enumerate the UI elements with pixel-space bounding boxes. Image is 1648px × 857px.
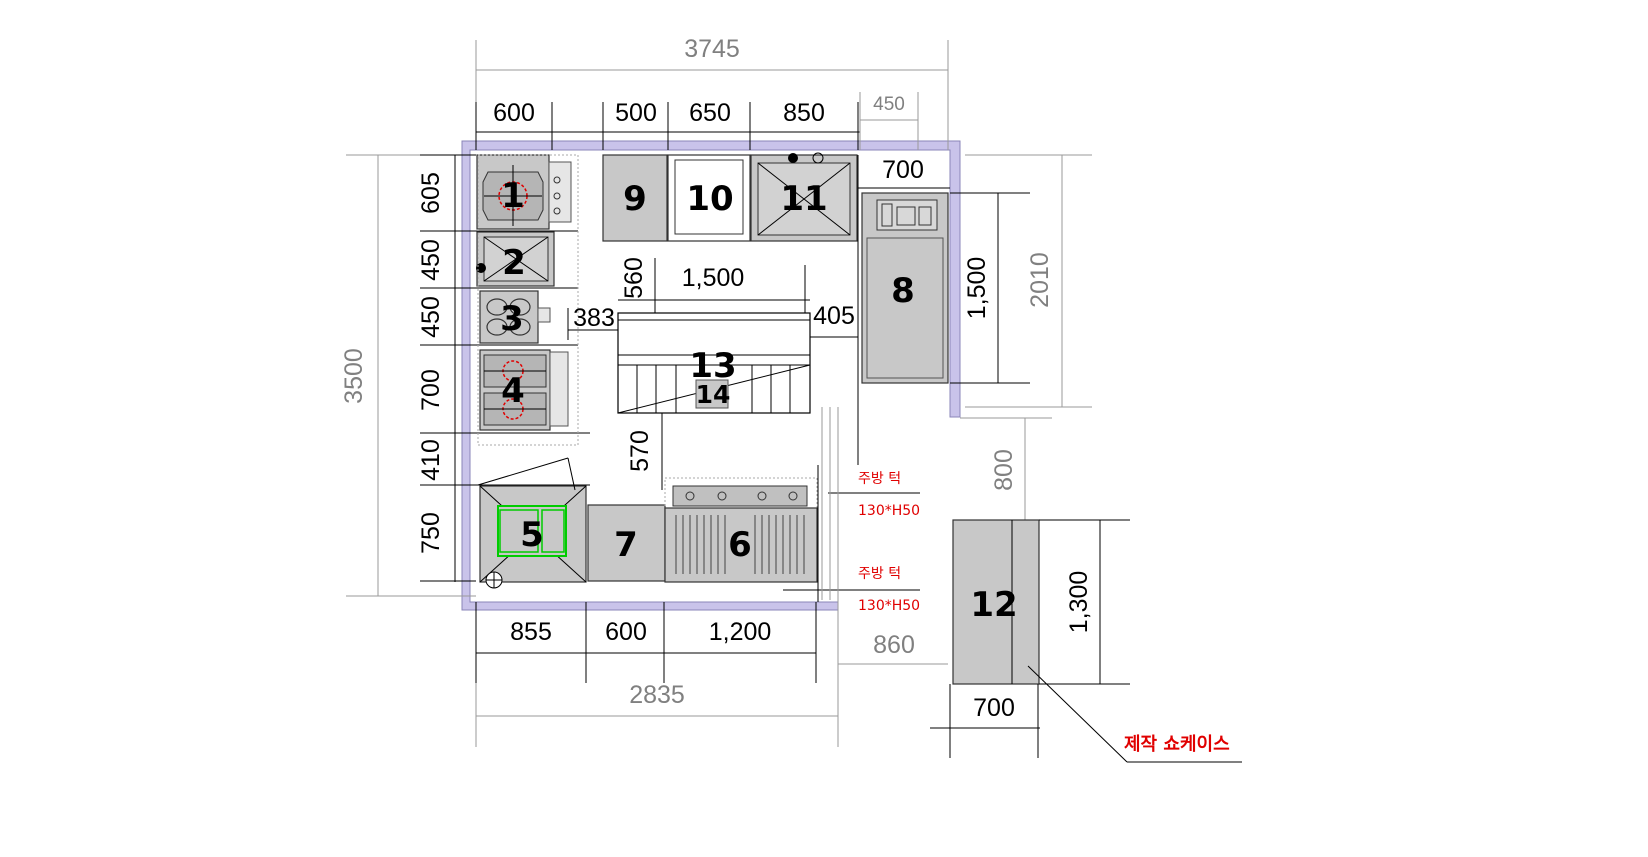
label-9: 9 <box>623 179 647 219</box>
label-2: 2 <box>502 243 526 283</box>
dim-top-500: 500 <box>615 99 657 127</box>
dim-showcase-width: 700 <box>973 694 1015 722</box>
equipment-4-double-range: 4 <box>479 349 569 431</box>
showcase-label: 제작 쇼케이스 <box>1124 734 1230 755</box>
bottom-dimensions: 855 600 1,200 2835 860 <box>475 602 948 747</box>
label-12: 12 <box>970 585 1017 625</box>
hood-outline <box>477 154 579 446</box>
label-8: 8 <box>891 271 915 311</box>
left-dimensions: 3500 605 450 450 700 410 750 <box>340 154 590 597</box>
dim-left-450b: 450 <box>417 296 445 338</box>
equipment-12-showcase: 12 1,300 700 제작 쇼케이스 <box>930 519 1242 763</box>
equipment-9: 9 <box>602 154 668 242</box>
label-3: 3 <box>500 299 524 339</box>
dim-bottom-855: 855 <box>510 618 552 646</box>
dim-right-700: 700 <box>882 156 924 184</box>
dim-left-750: 750 <box>417 512 445 554</box>
equipment-3-cooktop: 3 <box>479 290 551 344</box>
label-6: 6 <box>728 525 752 565</box>
equipment-8: 700 8 <box>857 155 950 465</box>
dim-left-total: 3500 <box>340 348 368 404</box>
label-13: 13 <box>689 346 736 386</box>
label-7: 7 <box>614 525 638 565</box>
dim-bottom-1200: 1,200 <box>709 618 772 646</box>
dim-left-605: 605 <box>417 172 445 214</box>
grill-grates <box>675 515 805 574</box>
equipment-7: 7 <box>587 504 666 582</box>
ledge-a-label: 주방 턱 <box>858 471 901 487</box>
equipment-6-grill: 6 <box>664 477 818 583</box>
equipment-10: 10 <box>667 154 751 242</box>
dim-center-1500: 1,500 <box>682 264 745 292</box>
dim-top-650: 650 <box>689 99 731 127</box>
label-1: 1 <box>501 176 525 216</box>
kitchen-ledges: 주방 턱 130*H50 주방 턱 130*H50 <box>783 407 920 693</box>
dim-top-total: 3745 <box>684 35 740 63</box>
dim-top-450: 450 <box>873 94 905 115</box>
dim-right-1500: 1,500 <box>963 257 991 320</box>
dim-showcase-height: 1,300 <box>1065 571 1093 634</box>
dim-top-600: 600 <box>493 99 535 127</box>
label-14: 14 <box>696 380 731 409</box>
dim-left-410: 410 <box>417 439 445 481</box>
equipment-1-range: 1 <box>476 154 572 230</box>
label-5: 5 <box>520 515 544 555</box>
dim-center-405: 405 <box>813 302 855 330</box>
dim-bottom-600: 600 <box>605 618 647 646</box>
right-dimensions: 1,500 2010 800 <box>950 154 1092 520</box>
ledge-b-size: 130*H50 <box>858 598 920 614</box>
kitchen-walls <box>461 140 961 611</box>
equipment-2-sink: 2 <box>476 231 555 287</box>
dim-center-383: 383 <box>573 304 615 332</box>
dim-top-850: 850 <box>783 99 825 127</box>
dim-right-2010: 2010 <box>1026 252 1054 308</box>
equipment-5-sink: 5 <box>477 457 587 589</box>
dim-left-700: 700 <box>417 369 445 411</box>
label-10: 10 <box>686 179 733 219</box>
dim-center-570: 570 <box>626 430 654 472</box>
top-dimensions: 3745 600 500 650 850 450 <box>475 35 949 150</box>
dim-left-450a: 450 <box>417 239 445 281</box>
dim-bottom-860: 860 <box>873 631 915 659</box>
center-island: 560 1,500 13 14 383 405 570 <box>567 257 858 490</box>
dim-center-560: 560 <box>620 257 648 299</box>
ledge-a-size: 130*H50 <box>858 503 920 519</box>
equipment-11-sink: 11 <box>750 152 858 242</box>
label-4: 4 <box>501 371 525 411</box>
dim-right-800: 800 <box>990 449 1018 491</box>
label-11: 11 <box>780 179 827 219</box>
dim-bottom-total: 2835 <box>629 681 685 709</box>
ledge-b-label: 주방 턱 <box>858 566 901 582</box>
